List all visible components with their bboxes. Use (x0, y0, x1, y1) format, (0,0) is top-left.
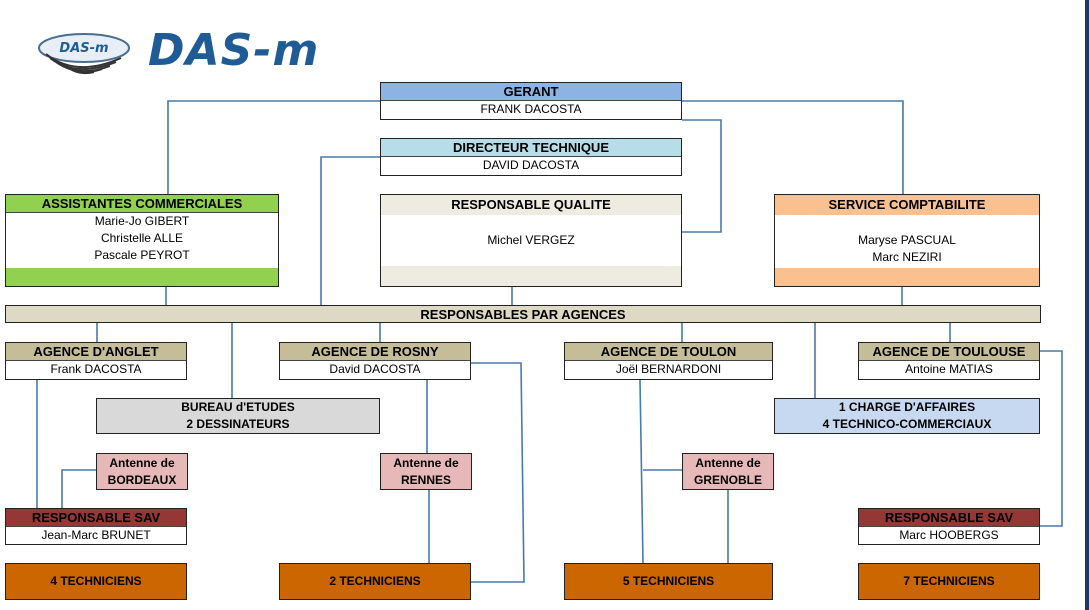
sav-name: Jean-Marc BRUNET (41, 528, 151, 542)
techniciens-label: 7 TECHNICIENS (903, 574, 995, 588)
techniciens-toulouse: 7 TECHNICIENS (858, 563, 1040, 600)
gerant-name: FRANK DACOSTA (480, 102, 582, 116)
sav-title: RESPONSABLE SAV (6, 509, 186, 527)
techniciens-label: 4 TECHNICIENS (50, 574, 142, 588)
gerant-title: GERANT (381, 83, 681, 101)
techniciens-toulon: 5 TECHNICIENS (564, 563, 773, 600)
sav-name: Marc HOOBERGS (899, 528, 999, 542)
charge-affaires-box: 1 CHARGE D'AFFAIRES 4 TECHNICO-COMMERCIA… (774, 398, 1040, 434)
directeur-title: DIRECTEUR TECHNIQUE (381, 139, 681, 157)
agence-name: David DACOSTA (329, 362, 421, 376)
agences-bar-label: RESPONSABLES PAR AGENCES (420, 306, 626, 322)
gerant-box: GERANT FRANK DACOSTA (380, 82, 682, 120)
agence-name: Frank DACOSTA (50, 362, 142, 376)
agence-name: Antoine MATIAS (905, 362, 993, 376)
directeur-box: DIRECTEUR TECHNIQUE DAVID DACOSTA (380, 138, 682, 176)
right-edge-bar (1085, 0, 1089, 610)
antenne-line: GRENOBLE (693, 472, 762, 487)
assistantes-name: Marie-Jo GIBERT (94, 214, 190, 228)
qualite-box: RESPONSABLE QUALITE Michel VERGEZ (380, 194, 682, 287)
charge-line: 4 TECHNICO-COMMERCIAUX (822, 417, 992, 431)
assistantes-title: ASSISTANTES COMMERCIALES (6, 195, 278, 213)
agence-title: AGENCE D'ANGLET (6, 343, 186, 361)
agence-rosny: AGENCE DE ROSNY David DACOSTA (279, 342, 471, 380)
compta-name: Maryse PASCUAL (858, 233, 956, 247)
connector (471, 362, 525, 583)
connector (682, 100, 904, 195)
connector (1040, 350, 1063, 527)
logo-emblem: DAS-m (36, 28, 136, 83)
connector (682, 119, 722, 233)
brand-name: DAS-m (148, 25, 320, 76)
agence-title: AGENCE DE TOULON (565, 343, 772, 361)
agence-anglet: AGENCE D'ANGLET Frank DACOSTA (5, 342, 187, 380)
charge-line: 1 CHARGE D'AFFAIRES (838, 400, 976, 414)
compta-title: SERVICE COMPTABILITE (775, 195, 1039, 215)
agence-title: AGENCE DE TOULOUSE (859, 343, 1039, 361)
sav-toulouse: RESPONSABLE SAV Marc HOOBERGS (858, 508, 1040, 545)
antenne-line: Antenne de (109, 455, 175, 470)
techniciens-anglet: 4 TECHNICIENS (5, 563, 187, 600)
antenne-line: Antenne de (695, 455, 761, 470)
agence-toulon: AGENCE DE TOULON Joël BERNARDONI (564, 342, 773, 380)
antenne-line: BORDEAUX (107, 472, 177, 487)
techniciens-label: 2 TECHNICIENS (329, 574, 421, 588)
techniciens-rosny: 2 TECHNICIENS (279, 563, 471, 600)
sav-title: RESPONSABLE SAV (859, 509, 1039, 527)
connector (61, 469, 96, 508)
antenne-line: RENNES (400, 472, 451, 487)
agences-bar: RESPONSABLES PAR AGENCES (5, 305, 1041, 323)
assistantes-name: Pascale PEYROT (94, 248, 190, 262)
assistantes-box: ASSISTANTES COMMERCIALES Marie-Jo GIBERT… (5, 194, 279, 287)
antenne-grenoble: Antenne de GRENOBLE (682, 453, 774, 490)
compta-box: SERVICE COMPTABILITE Maryse PASCUAL Marc… (774, 194, 1040, 287)
qualite-footer (381, 266, 681, 286)
agence-toulouse: AGENCE DE TOULOUSE Antoine MATIAS (858, 342, 1040, 380)
bureau-line: BUREAU d'ETUDES (181, 400, 295, 414)
compta-name: Marc NEZIRI (872, 250, 942, 264)
bureau-line: 2 DESSINATEURS (186, 417, 290, 431)
antenne-line: Antenne de (393, 455, 459, 470)
compta-footer (775, 268, 1039, 286)
directeur-name: DAVID DACOSTA (482, 158, 580, 172)
agence-name: Joël BERNARDONI (615, 362, 722, 376)
bureau-etudes-box: BUREAU d'ETUDES 2 DESSINATEURS (96, 398, 380, 434)
antenne-bordeaux: Antenne de BORDEAUX (96, 453, 188, 490)
antenne-rennes: Antenne de RENNES (380, 453, 472, 490)
connector (167, 100, 380, 195)
techniciens-label: 5 TECHNICIENS (622, 574, 715, 588)
assistantes-name: Christelle ALLE (100, 231, 184, 245)
logo-text: DAS-m (59, 41, 108, 56)
connector (320, 156, 380, 305)
agence-title: AGENCE DE ROSNY (280, 343, 470, 361)
sav-anglet: RESPONSABLE SAV Jean-Marc BRUNET (5, 508, 187, 545)
qualite-name: Michel VERGEZ (487, 233, 575, 247)
qualite-title: RESPONSABLE QUALITE (381, 195, 681, 215)
connector (639, 379, 644, 564)
assistantes-footer (6, 268, 278, 286)
